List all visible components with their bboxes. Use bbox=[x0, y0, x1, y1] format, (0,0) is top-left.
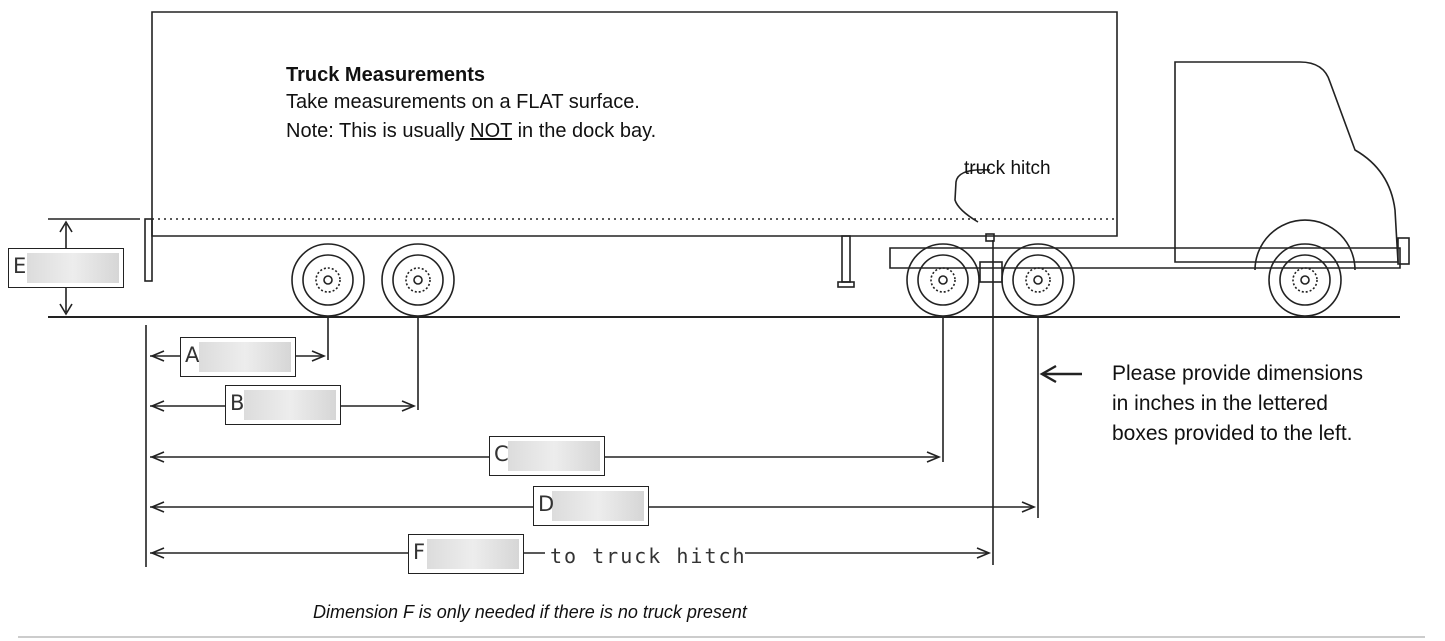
hitch-marker bbox=[985, 233, 995, 242]
instruction-line-1: Take measurements on a FLAT surface. bbox=[286, 91, 640, 113]
truck-drive-wheel-2 bbox=[1001, 243, 1075, 317]
trailer-wheel-2 bbox=[381, 243, 455, 317]
dimension-d-input[interactable]: D bbox=[533, 486, 649, 526]
instruction-line-2: Note: This is usually NOT in the dock ba… bbox=[286, 120, 656, 143]
to-truck-hitch-label: to truck hitch bbox=[550, 544, 747, 568]
hitch-leader bbox=[954, 168, 991, 223]
box-letter-b: B bbox=[230, 391, 245, 415]
box-letter-f: F bbox=[413, 540, 426, 564]
page-title: Truck Measurements bbox=[286, 64, 485, 86]
rear-bumper bbox=[144, 218, 153, 282]
front-fender bbox=[1254, 219, 1356, 271]
box-letter-e: E bbox=[13, 254, 27, 278]
dimension-a-input[interactable]: A bbox=[180, 337, 296, 377]
drive-axle-link bbox=[979, 261, 1003, 283]
dimension-b-input[interactable]: B bbox=[225, 385, 341, 425]
truck-cab bbox=[1174, 61, 1399, 263]
truck-hitch-label: truck hitch bbox=[964, 158, 1051, 179]
trailer-body bbox=[151, 11, 1118, 237]
truck-front-wheel bbox=[1268, 243, 1342, 317]
dimension-c-input[interactable]: C bbox=[489, 436, 605, 476]
trailer-wheel-1 bbox=[291, 243, 365, 317]
landing-gear-foot bbox=[837, 281, 855, 288]
box-letter-d: D bbox=[538, 492, 555, 516]
dimension-e-input[interactable]: E bbox=[8, 248, 124, 288]
line2-emphasis: NOT bbox=[470, 120, 513, 142]
line2-prefix: Note: This is usually bbox=[286, 120, 471, 142]
note-arrow bbox=[1039, 364, 1082, 384]
truck-frame bbox=[889, 247, 1401, 269]
line2-suffix: in the dock bay. bbox=[512, 120, 657, 142]
instructions-line-1: Please provide dimensions bbox=[1112, 362, 1363, 385]
truck-drive-wheel-1 bbox=[906, 243, 980, 317]
box-letter-c: C bbox=[494, 442, 509, 466]
front-bumper bbox=[1397, 237, 1410, 265]
landing-gear bbox=[841, 235, 851, 283]
dimension-f-input[interactable]: F bbox=[408, 534, 524, 574]
dim-e-arrow-top bbox=[59, 220, 73, 233]
footnote: Dimension F is only needed if there is n… bbox=[313, 602, 747, 622]
dim-f-line bbox=[149, 547, 992, 559]
instructions-line-2: in inches in the lettered bbox=[1112, 392, 1328, 415]
box-letter-a: A bbox=[185, 343, 200, 367]
instructions-line-3: boxes provided to the left. bbox=[1112, 422, 1353, 445]
dim-e-arrow-bottom bbox=[59, 303, 73, 316]
